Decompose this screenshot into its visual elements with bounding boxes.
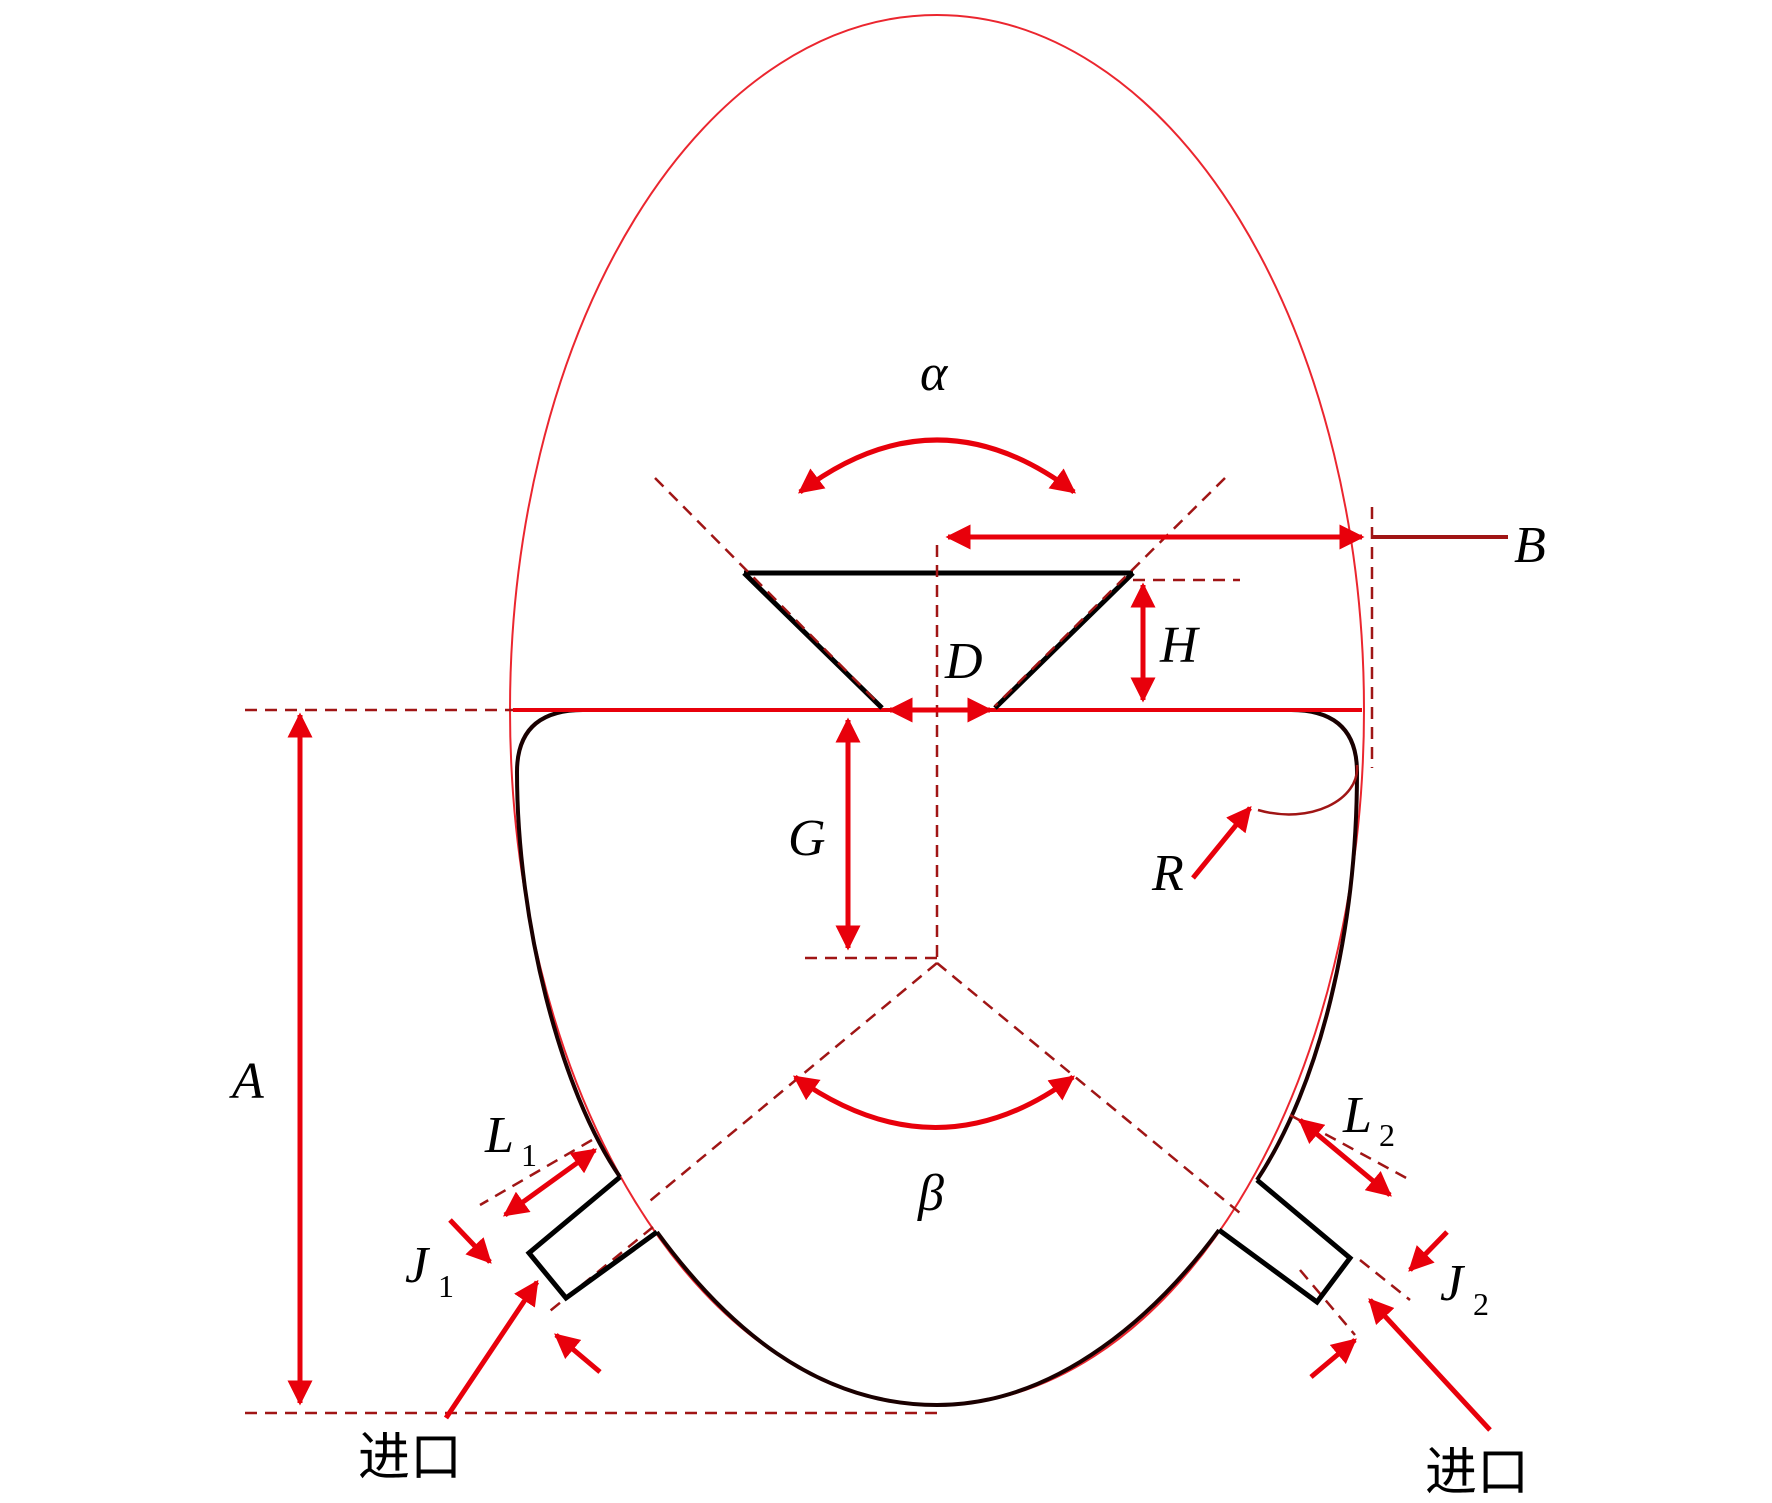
R-arrow: [1191, 806, 1252, 880]
R-leader: [1257, 764, 1359, 816]
J1-arrow-b: [554, 1333, 602, 1374]
label-L2-sub: 2: [1379, 1117, 1395, 1153]
label-L2: L: [1342, 1087, 1372, 1144]
J1-inlet-pointer: [443, 1279, 540, 1420]
label-J1-sub: 1: [438, 1268, 454, 1304]
beta-arc: [792, 1074, 1076, 1130]
funnel: [742, 570, 1135, 710]
label-D: D: [944, 633, 983, 690]
dimension-arrows: [287, 437, 1492, 1432]
label-inlet-right: 进口: [1425, 1443, 1529, 1503]
J2-arrow-b: [1309, 1338, 1357, 1379]
label-J2-sub: 2: [1473, 1286, 1489, 1322]
label-G: G: [788, 810, 826, 867]
label-A: A: [229, 1053, 264, 1110]
label-R: R: [1151, 845, 1184, 902]
label-beta: β: [917, 1165, 944, 1222]
label-J1: J: [405, 1237, 431, 1294]
L2-arrow: [1298, 1118, 1392, 1197]
inlet-right: [1217, 1178, 1354, 1306]
label-H: H: [1159, 617, 1200, 674]
J2-arrow-a: [1408, 1230, 1449, 1272]
label-alpha: α: [920, 345, 949, 402]
chamber-outline: [514, 708, 1360, 1408]
label-J2: J: [1440, 1255, 1466, 1312]
inlet-left: [525, 1175, 659, 1302]
J1-arrow-a: [448, 1218, 492, 1264]
label-L1-sub: 1: [521, 1137, 537, 1173]
J2-inlet-pointer: [1368, 1298, 1492, 1432]
alpha-arc: [798, 437, 1076, 494]
L1-arrow: [502, 1147, 598, 1218]
label-inlet-left: 进口: [358, 1428, 462, 1488]
label-L1: L: [484, 1107, 514, 1164]
label-B: B: [1514, 517, 1546, 574]
